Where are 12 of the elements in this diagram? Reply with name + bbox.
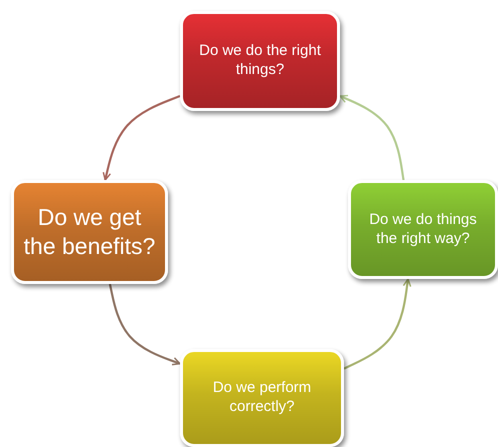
rounded-box (180, 349, 344, 447)
rounded-box (11, 180, 168, 284)
curved-arrow (108, 284, 181, 366)
question-text: Do we do things the right way? (368, 210, 478, 248)
question-text: Do we get the benefits? (22, 203, 156, 261)
rounded-box (180, 11, 340, 111)
question-text: Do we perform correctly? (212, 379, 312, 417)
rounded-box (348, 180, 498, 279)
question-text: Do we do the right things? (198, 42, 322, 80)
curved-arrow (339, 94, 405, 180)
curved-arrow (344, 278, 412, 370)
curved-arrow (102, 94, 180, 181)
